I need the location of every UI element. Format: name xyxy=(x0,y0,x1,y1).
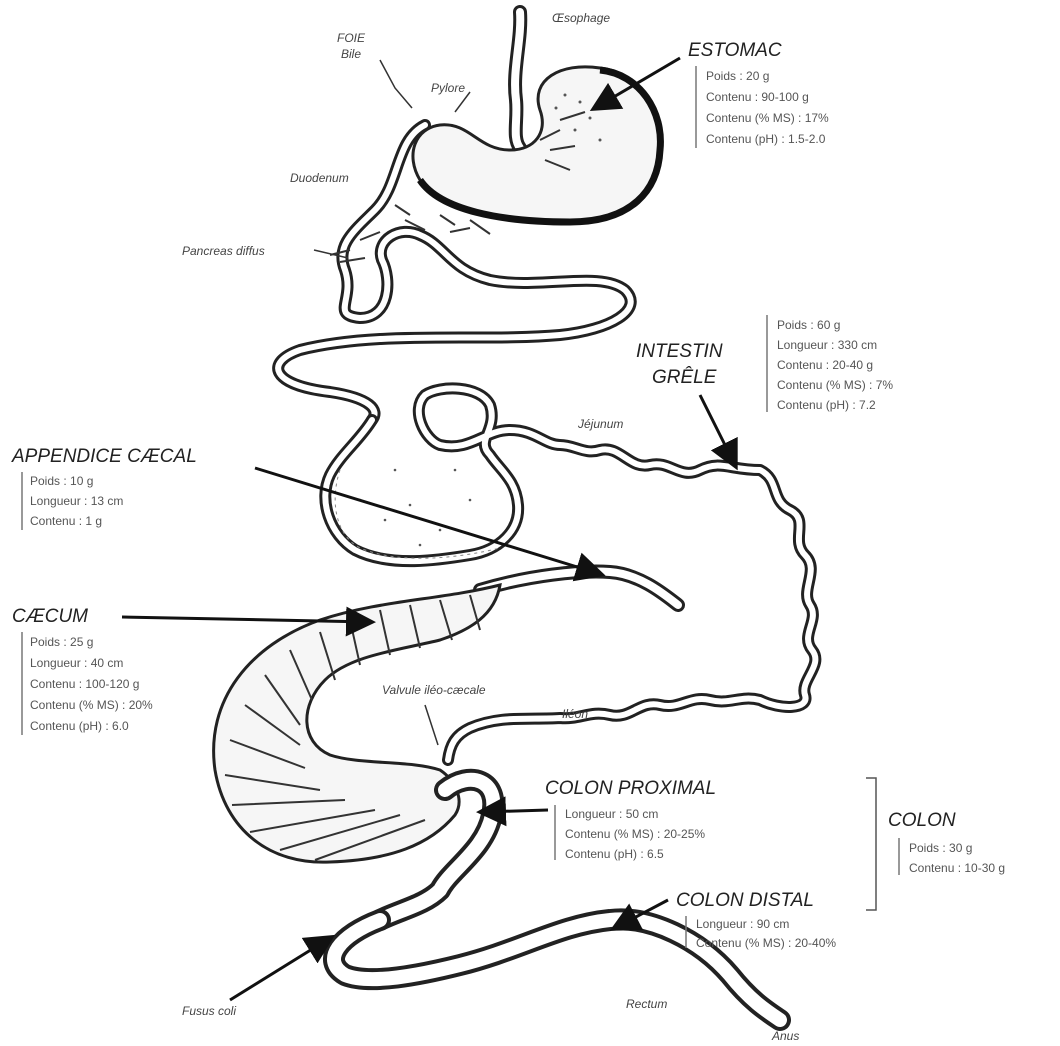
appendix xyxy=(480,572,678,605)
appendice-line: Poids : 10 g xyxy=(30,474,93,488)
colon-distal xyxy=(334,919,780,1020)
estomac-line: Poids : 20 g xyxy=(706,69,769,83)
estomac-line: Contenu : 90-100 g xyxy=(706,90,809,104)
pylore-leader xyxy=(455,92,470,112)
intestin-line: Longueur : 330 cm xyxy=(777,338,877,352)
colon-distal-title: COLON DISTAL xyxy=(676,890,814,911)
colon-distal-info: COLON DISTAL Longueur : 90 cm Contenu (%… xyxy=(676,890,836,950)
colon-proximal-info: COLON PROXIMAL Longueur : 50 cm Contenu … xyxy=(545,778,716,861)
ileon-label: Iléon xyxy=(562,707,588,721)
duodenum-label: Duodenum xyxy=(290,171,349,185)
caecum-info: CÆCUM Poids : 25 g Longueur : 40 cm Cont… xyxy=(12,606,153,735)
colon-distal-line: Contenu (% MS) : 20-40% xyxy=(696,936,836,950)
valvule-label: Valvule iléo-cæcale xyxy=(382,683,486,697)
colon-proximal-arrow xyxy=(482,810,548,812)
appendice-line: Contenu : 1 g xyxy=(30,514,102,528)
intestin-info: INTESTIN GRÊLE Poids : 60 g Longueur : 3… xyxy=(636,315,893,412)
caecum-line: Contenu (% MS) : 20% xyxy=(30,698,153,712)
rectum-label: Rectum xyxy=(626,997,667,1011)
colon-bracket xyxy=(866,778,876,910)
colon-info: COLON Poids : 30 g Contenu : 10-30 g xyxy=(866,778,1005,910)
oesophage-label: Œsophage xyxy=(552,11,610,25)
fusus-label: Fusus coli xyxy=(182,1004,236,1018)
appendice-title: APPENDICE CÆCAL xyxy=(11,446,197,467)
intestin-title-2: GRÊLE xyxy=(652,366,717,388)
colon-distal-line: Longueur : 90 cm xyxy=(696,917,789,931)
colon-proximal-line: Longueur : 50 cm xyxy=(565,807,658,821)
anus-label: Anus xyxy=(771,1029,799,1043)
foie-label: FOIE xyxy=(337,31,366,45)
caecum-title: CÆCUM xyxy=(12,606,88,627)
valvule-leader xyxy=(425,705,438,745)
oesophagus xyxy=(515,12,520,148)
colon-line: Contenu : 10-30 g xyxy=(909,861,1005,875)
fusus-arrow xyxy=(230,938,330,1000)
caecum xyxy=(214,585,500,862)
caecum-line: Poids : 25 g xyxy=(30,635,93,649)
pylore-label: Pylore xyxy=(431,81,465,95)
caecum-line: Contenu : 100-120 g xyxy=(30,677,139,691)
intestin-arrow xyxy=(700,395,735,465)
intestin-line: Contenu (% MS) : 7% xyxy=(777,378,893,392)
estomac-title: ESTOMAC xyxy=(688,40,782,61)
intestin-line: Contenu : 20-40 g xyxy=(777,358,873,372)
colon-proximal-line: Contenu (% MS) : 20-25% xyxy=(565,827,705,841)
estomac-line: Contenu (pH) : 1.5-2.0 xyxy=(706,132,826,146)
pancreas-label: Pancreas diffus xyxy=(182,244,265,258)
colon-proximal-line: Contenu (pH) : 6.5 xyxy=(565,847,664,861)
bile-label: Bile xyxy=(341,47,361,61)
jejunum-label: Jéjunum xyxy=(577,417,623,431)
caecum-line: Longueur : 40 cm xyxy=(30,656,123,670)
colon-line: Poids : 30 g xyxy=(909,841,972,855)
colon-proximal-title: COLON PROXIMAL xyxy=(545,778,716,799)
estomac-info: ESTOMAC Poids : 20 g Contenu : 90-100 g … xyxy=(688,40,829,148)
caecum-line: Contenu (pH) : 6.0 xyxy=(30,719,129,733)
appendice-line: Longueur : 13 cm xyxy=(30,494,123,508)
estomac-line: Contenu (% MS) : 17% xyxy=(706,111,829,125)
foie-leader xyxy=(380,60,412,108)
appendice-info: APPENDICE CÆCAL Poids : 10 g Longueur : … xyxy=(11,446,197,530)
intestin-line: Poids : 60 g xyxy=(777,318,840,332)
intestin-title-1: INTESTIN xyxy=(636,341,723,362)
colon-title: COLON xyxy=(888,810,956,831)
intestin-line: Contenu (pH) : 7.2 xyxy=(777,398,876,412)
